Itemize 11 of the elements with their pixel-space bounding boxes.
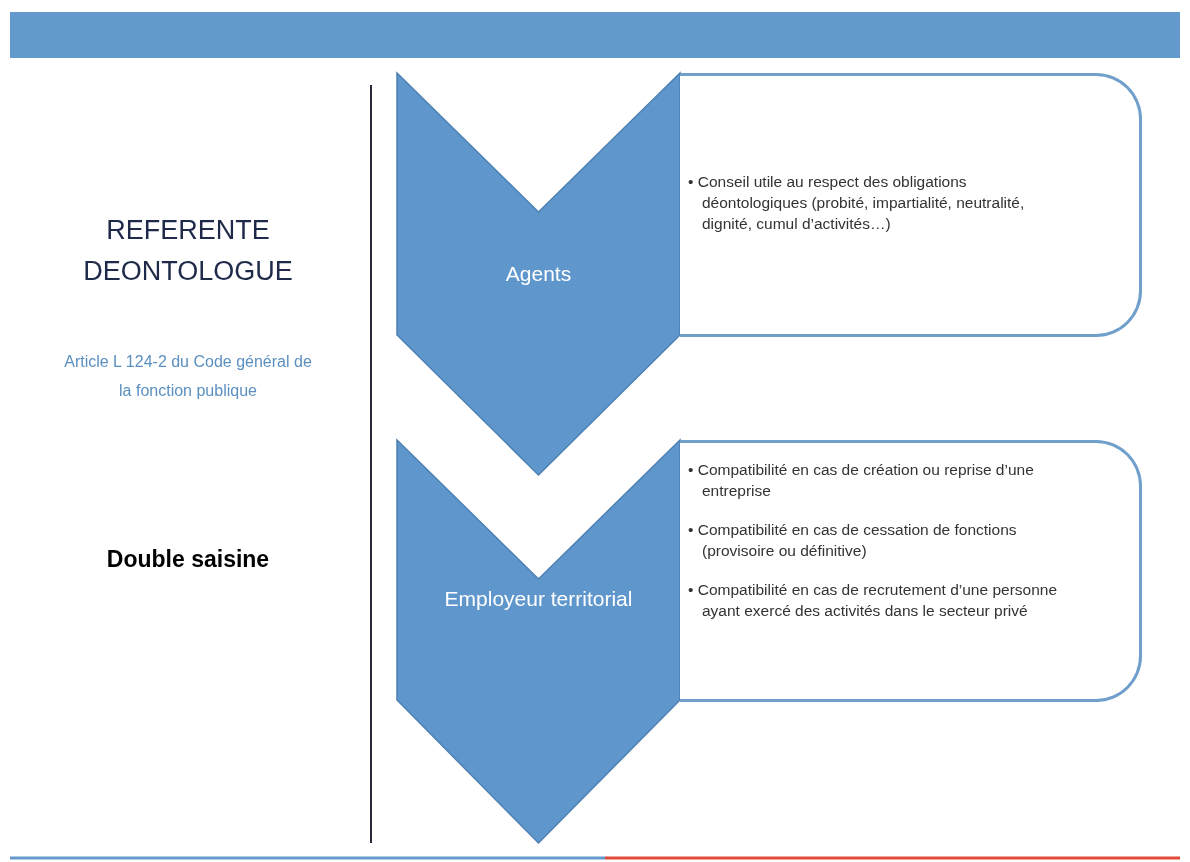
chevron-label: Agents: [504, 262, 573, 286]
bullet-text: • Conseil utile au respect des obligations déontologiques (probité, impartialité, neutralité, dignité, cumul d’activités…): [688, 172, 1026, 234]
bullet-text: • Compatibilité en cas de création ou reprise d’une entreprise: [688, 460, 1035, 501]
chevron-label: Employeur territorial: [443, 587, 634, 611]
heading: REFERENTE DEONTOLOGUE: [82, 214, 294, 288]
legal-reference: Article L 124-2 du Code général de la fonction publique: [63, 352, 313, 401]
bullet-text: • Compatibilité en cas de recrutement d’une personne ayant exercé des activités dans le secteur privé: [688, 580, 1059, 621]
content-panel: [680, 440, 1142, 702]
content-panel: [680, 73, 1142, 337]
subheading: Double saisine: [105, 546, 271, 573]
bullet-text: • Compatibilité en cas de cessation de fonctions (provisoire ou définitive): [688, 520, 1018, 561]
